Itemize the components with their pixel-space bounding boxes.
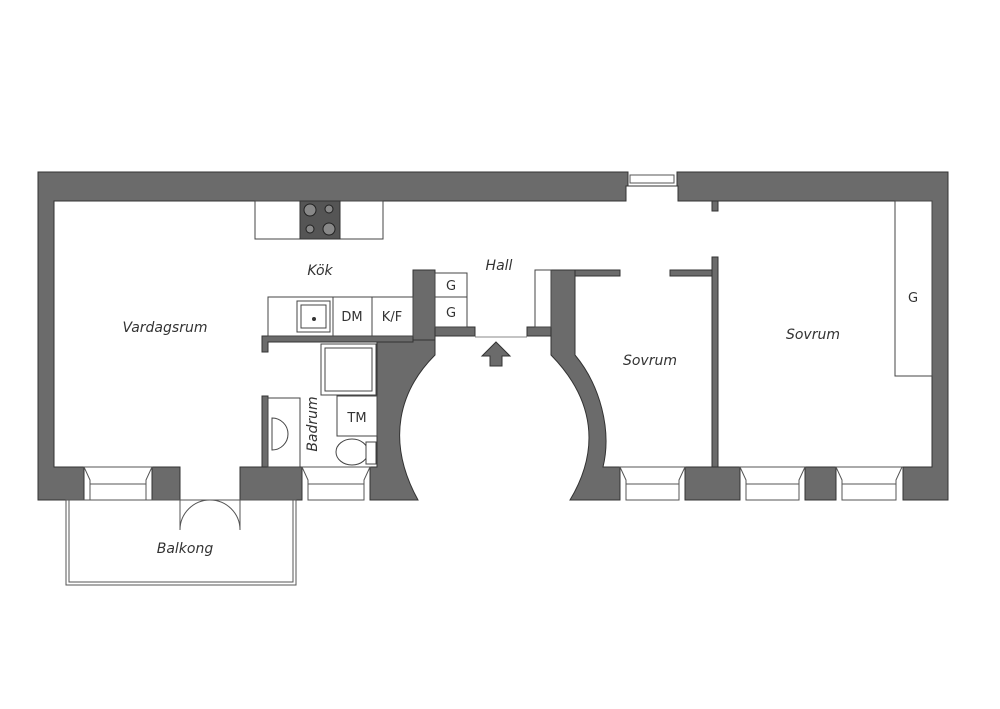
balcony [65,499,297,586]
basin-icon [271,417,289,451]
room-label-bedroom-1: Sovrum [623,353,677,369]
kitchen-counter-top [254,200,384,240]
entrance-arrow-icon [480,341,512,367]
window-top [629,174,675,184]
wardrobe [894,200,933,377]
room-label-kitchen: Kök [307,263,333,279]
washer-label: TM [346,411,366,426]
outer-walls [37,171,949,501]
closet-label: G [446,279,456,294]
hall-closets: G G [434,269,552,338]
room-label-bedroom-2: Sovrum [786,327,840,343]
room-label-bathroom: Badrum [305,396,321,451]
balcony-door[interactable] [179,499,241,531]
closet-label: G [908,291,918,306]
dishwasher-label: DM [341,310,362,325]
room-label-hall: Hall [486,258,513,274]
toilet-icon [335,438,369,466]
fridge-label: K/F [382,310,402,325]
room-label-balcony: Balkong [157,541,214,557]
room-label-living: Vardagsrum [123,320,208,336]
bathroom-fixtures: TM Badrum [267,343,378,468]
kitchen-counter-bottom: DM K/F [267,296,414,337]
windows [83,174,903,501]
closet-label: G [446,306,456,321]
interior-walls [261,256,719,468]
